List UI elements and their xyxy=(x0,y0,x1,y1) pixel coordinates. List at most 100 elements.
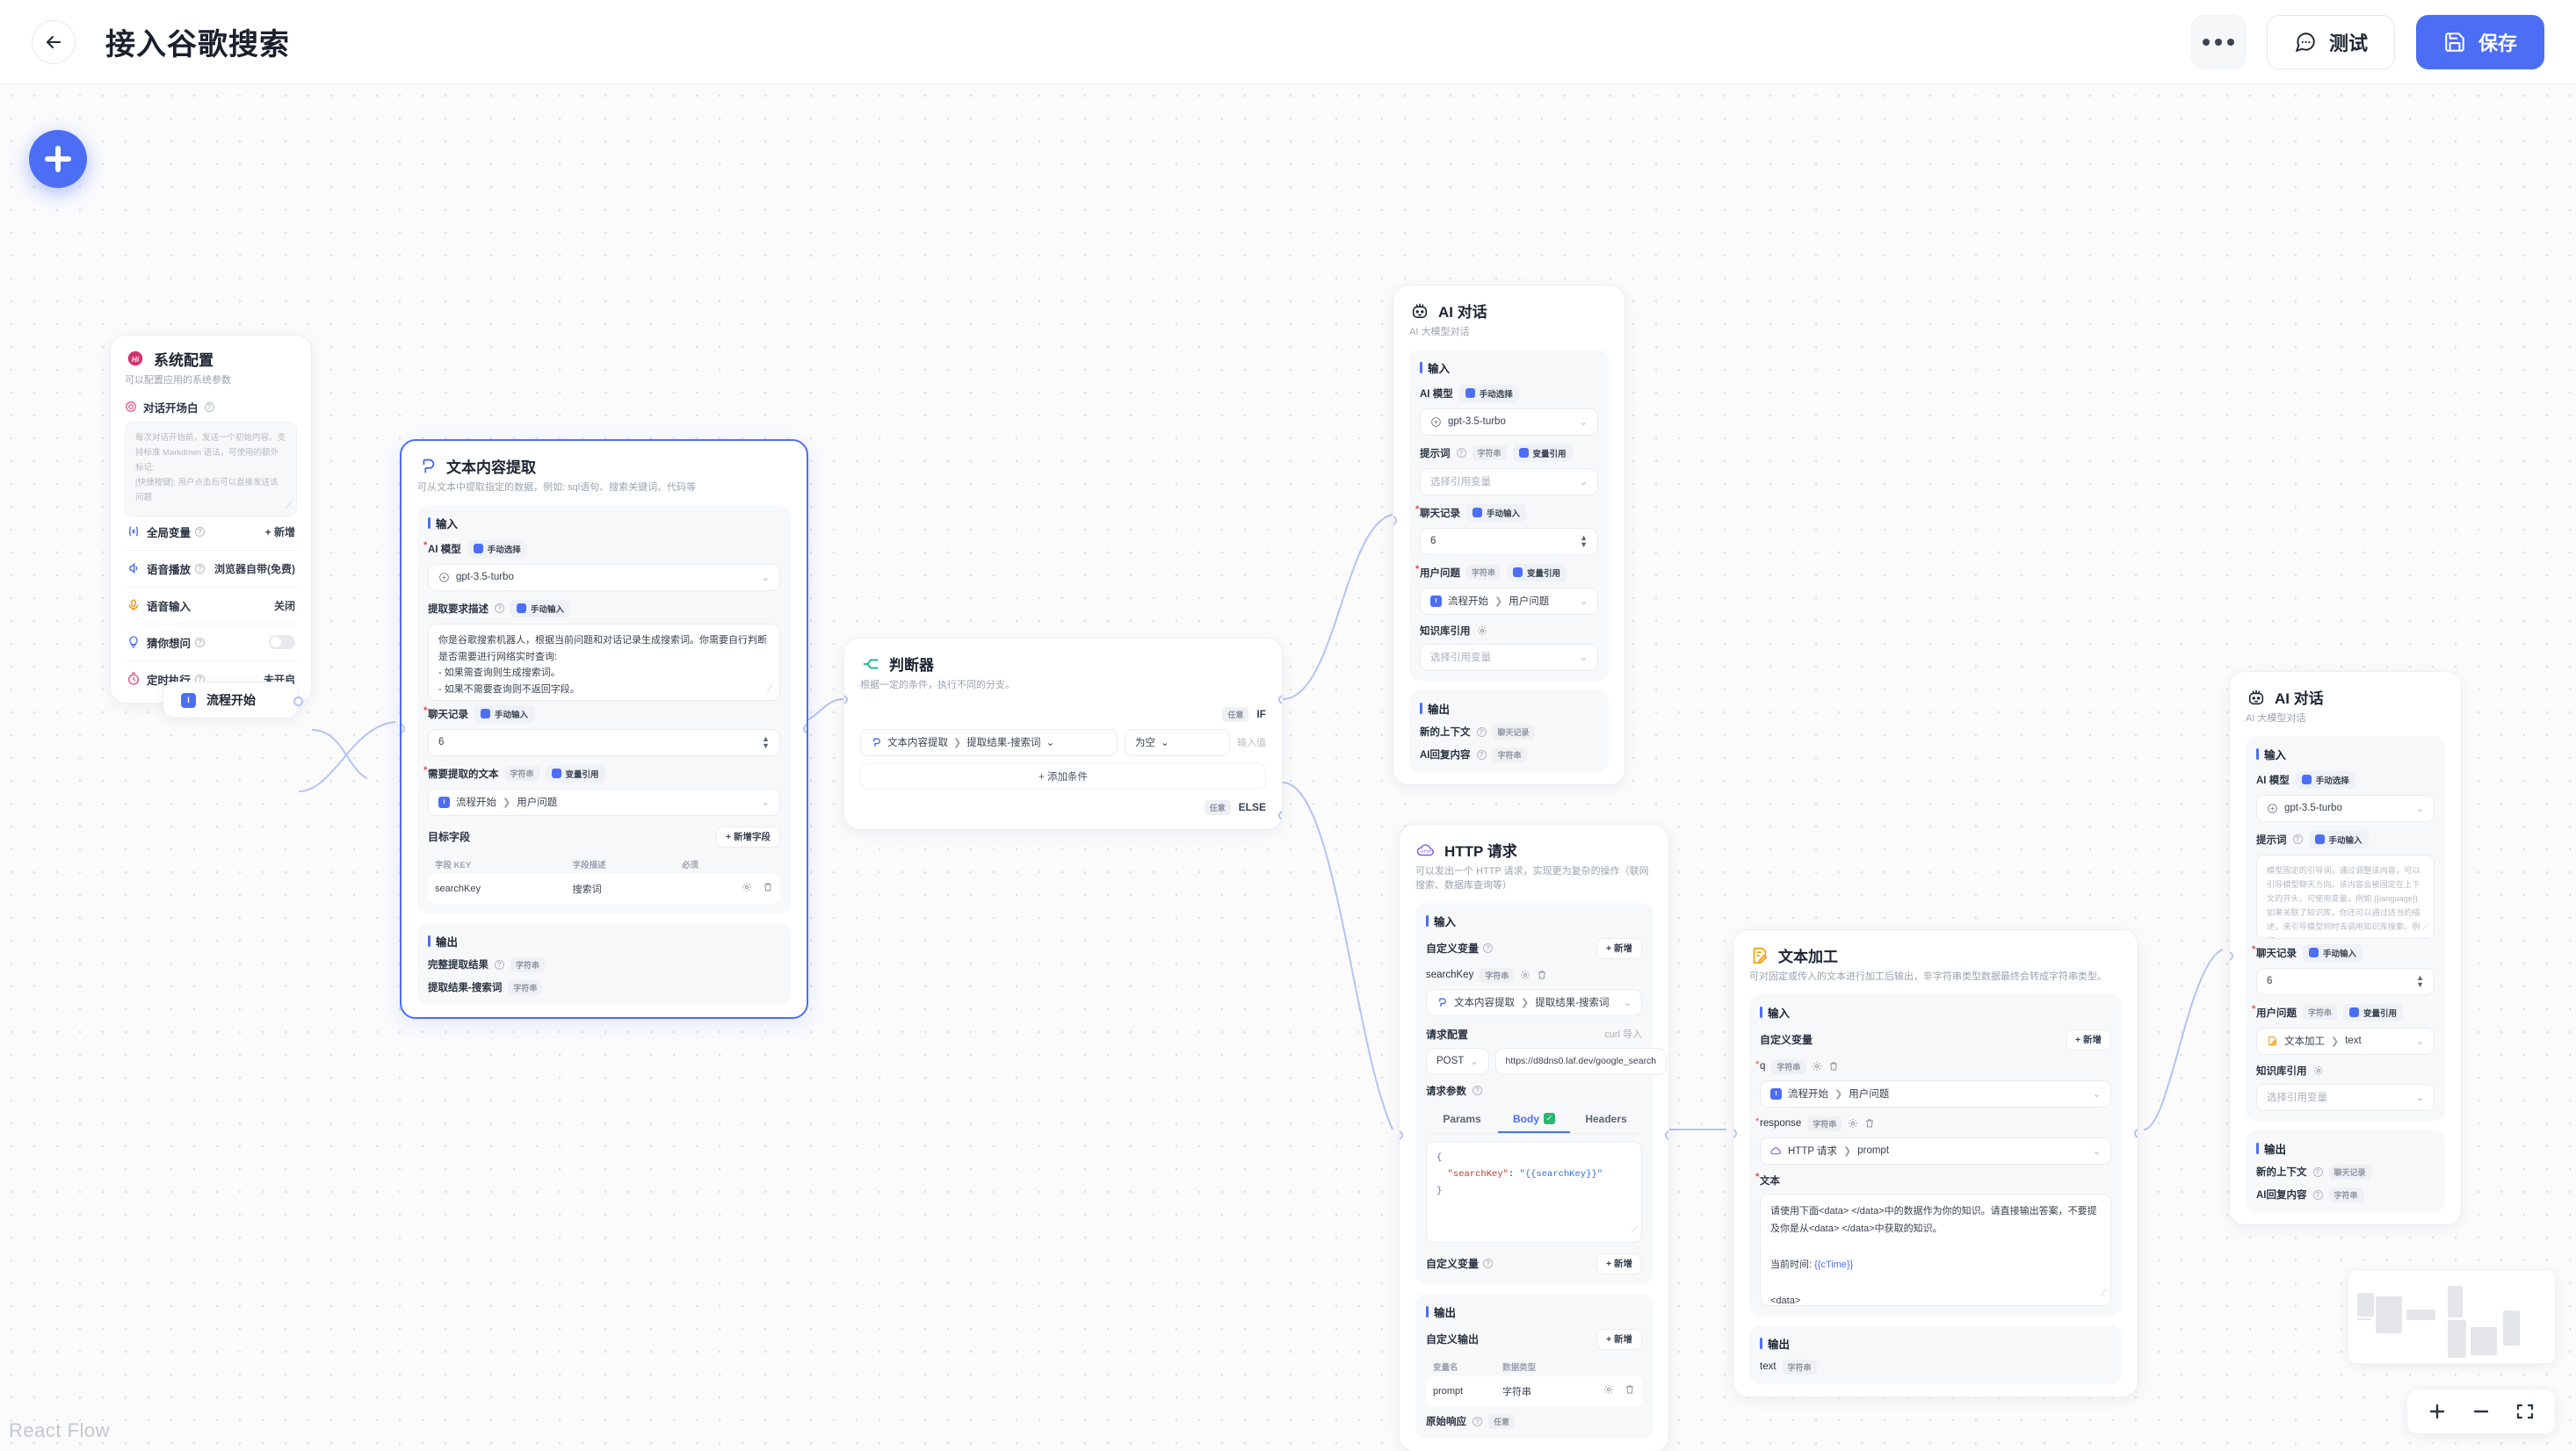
opening-textarea[interactable]: 每次对话开始前，发送一个初始内容。支持标准 Markdown 语法，可使用的额外… xyxy=(125,421,297,516)
node-system-config[interactable]: Hi 系统配置 可以配置应用的系统参数 对话开场白 ? 每次对话开始前，发送一个… xyxy=(110,335,312,704)
help-icon[interactable]: ? xyxy=(195,563,206,574)
input-port[interactable] xyxy=(1393,516,1397,525)
config-row-voice-input[interactable]: 语音输入 关闭 xyxy=(125,586,297,624)
node-conditional[interactable]: 判断器 根据一定的条件，执行不同的分支。 任意 IF 文本内容提取 ❯ 提取结果… xyxy=(843,638,1283,830)
user-question-select[interactable]: 文本加工 ❯ text ⌄ xyxy=(2256,1027,2435,1055)
node-ai-chat-right[interactable]: AI 对话 AI 大模型对话 输入 AI 模型 手动选择 gpt-3.5-tur… xyxy=(2229,671,2462,1225)
node-text-process[interactable]: 文本加工 可对固定或传入的文本进行加工后输出，非字符串类型数据最终会转成字符串类… xyxy=(1733,929,2138,1397)
gear-icon[interactable] xyxy=(1848,1118,1858,1129)
config-row-voice-play[interactable]: 语音播放 ? 浏览器自带(免费) xyxy=(125,549,297,587)
tab-body[interactable]: Body ✓ xyxy=(1498,1107,1570,1133)
more-options-button[interactable] xyxy=(2190,14,2246,69)
test-button[interactable]: 测试 xyxy=(2266,14,2395,69)
config-row-guess-question[interactable]: 猜你想问 ? xyxy=(125,623,297,661)
condition-value-input[interactable]: 输入值 xyxy=(1237,738,1266,749)
user-question-select[interactable]: I 流程开始 ❯ 用户问题 ⌄ xyxy=(1420,587,1598,615)
help-icon[interactable]: ? xyxy=(1456,448,1466,458)
var-reference-chip[interactable]: 变量引用 xyxy=(1507,563,1567,581)
trash-icon[interactable] xyxy=(1624,1384,1635,1395)
node-flow-start[interactable]: I 流程开始 xyxy=(163,682,303,718)
save-button[interactable]: 保存 xyxy=(2415,14,2544,69)
chat-record-stepper[interactable]: 6 ▲▼ xyxy=(1420,527,1598,555)
help-icon[interactable]: ? xyxy=(1483,943,1494,954)
manual-input-chip[interactable]: 手动输入 xyxy=(1466,503,1527,522)
help-icon[interactable]: ? xyxy=(204,401,214,412)
output-port[interactable] xyxy=(2134,1129,2138,1138)
gear-icon[interactable] xyxy=(1520,970,1530,980)
condition-operator-select[interactable]: 为空 ⌄ xyxy=(1125,728,1230,756)
config-value[interactable]: 关闭 xyxy=(273,599,295,612)
manual-select-chip[interactable]: 手动选择 xyxy=(467,539,527,558)
chat-record-stepper[interactable]: 6 ▲▼ xyxy=(2256,967,2435,995)
input-port[interactable] xyxy=(1400,1130,1403,1140)
input-port[interactable] xyxy=(402,724,405,733)
flow-canvas[interactable]: Hi 系统配置 可以配置应用的系统参数 对话开场白 ? 每次对话开始前，发送一个… xyxy=(0,84,2576,1451)
gear-icon[interactable] xyxy=(1812,1061,1822,1072)
guess-question-toggle[interactable] xyxy=(269,635,295,650)
http-method-select[interactable]: POST ⌄ xyxy=(1426,1047,1489,1075)
gear-icon[interactable] xyxy=(2313,1065,2324,1076)
resize-handle-icon[interactable]: ⟋ xyxy=(286,501,292,511)
stepper-arrows-icon[interactable]: ▲▼ xyxy=(2416,973,2424,990)
minimap[interactable] xyxy=(2348,1271,2555,1363)
output-port-if[interactable] xyxy=(1278,695,1282,704)
http-url-input[interactable]: https://d8dns0.laf.dev/google_search xyxy=(1494,1047,1668,1075)
resize-handle-icon[interactable]: ⟋ xyxy=(2422,922,2428,933)
prompt-select[interactable]: 选择引用变量 ⌄ xyxy=(1420,467,1598,495)
trash-icon[interactable] xyxy=(1828,1061,1839,1072)
add-variable-button[interactable]: + 新增 xyxy=(1596,937,1642,959)
add-variable-button[interactable]: + 新增 xyxy=(2065,1029,2111,1050)
add-variable-button-2[interactable]: + 新增 xyxy=(1596,1252,1642,1274)
trash-icon[interactable] xyxy=(763,882,773,892)
resize-handle-icon[interactable]: ⟋ xyxy=(767,683,773,694)
add-field-button[interactable]: + 新增字段 xyxy=(715,826,780,848)
resize-handle-icon[interactable]: ⟋ xyxy=(1632,1225,1638,1236)
prompt-textarea[interactable]: 模型固定的引导词，通过调整该内容，可以引导模型聊天方向。该内容会被固定在上下文的… xyxy=(2256,854,2435,939)
gear-icon[interactable] xyxy=(1477,625,1487,636)
gear-icon[interactable] xyxy=(1603,1384,1614,1395)
help-icon[interactable]: ? xyxy=(195,637,206,647)
trash-icon[interactable] xyxy=(1537,970,1547,980)
ai-model-select[interactable]: gpt-3.5-turbo ⌄ xyxy=(2256,794,2435,822)
manual-input-chip[interactable]: 手动输入 xyxy=(2308,830,2369,848)
node-ai-chat-top[interactable]: AI 对话 AI 大模型对话 输入 AI 模型 手动选择 gpt-3.5-tur… xyxy=(1393,285,1625,785)
extract-req-textarea[interactable]: 你是谷歌搜索机器人，根据当前问题和对话记录生成搜索词。你需要自行判断是否需要进行… xyxy=(428,623,780,701)
help-icon[interactable]: ? xyxy=(495,603,504,614)
table-row[interactable]: prompt 字符串 xyxy=(1426,1375,1642,1406)
config-value[interactable]: 浏览器自带(免费) xyxy=(214,562,295,575)
node-text-extract[interactable]: 文本内容提取 可从文本中提取指定的数据，例如: sql语句、搜索关键词、代码等 … xyxy=(400,439,808,1019)
help-icon[interactable]: ? xyxy=(2312,1166,2323,1177)
gear-icon[interactable] xyxy=(742,882,752,892)
curl-import-button[interactable]: curl 导入 xyxy=(1604,1029,1642,1041)
config-value[interactable]: + 新增 xyxy=(264,525,295,538)
help-icon[interactable]: ? xyxy=(195,526,206,537)
help-icon[interactable]: ? xyxy=(2312,1189,2323,1200)
ai-model-select[interactable]: gpt-3.5-turbo ⌄ xyxy=(1420,408,1598,436)
node-http-request[interactable]: HTTP HTTP 请求 可以发出一个 HTTP 请求，实现更为复杂的操作（联网… xyxy=(1399,824,1669,1451)
manual-select-chip[interactable]: 手动选择 xyxy=(1458,384,1519,402)
fit-view-button[interactable] xyxy=(2514,1401,2536,1422)
input-port[interactable] xyxy=(844,695,848,704)
manual-input-chip[interactable]: 手动输入 xyxy=(2303,943,2363,962)
resize-handle-icon[interactable]: ⟋ xyxy=(2101,1289,2107,1299)
input-port[interactable] xyxy=(1733,1129,1737,1138)
ai-model-select[interactable]: gpt-3.5-turbo ⌄ xyxy=(428,563,780,591)
http-var-select[interactable]: 文本内容提取 ❯ 提取结果-搜索词 ⌄ xyxy=(1426,988,1642,1016)
condition-variable-select[interactable]: 文本内容提取 ❯ 提取结果-搜索词 ⌄ xyxy=(860,728,1118,756)
stepper-arrows-icon[interactable]: ▲▼ xyxy=(1580,533,1588,550)
table-row[interactable]: searchKey 搜索词 xyxy=(428,873,780,904)
var-reference-chip[interactable]: 变量引用 xyxy=(545,764,605,783)
kb-select[interactable]: 选择引用变量 ⌄ xyxy=(1420,643,1598,671)
kb-select[interactable]: 选择引用变量 ⌄ xyxy=(2256,1083,2435,1111)
add-condition-button[interactable]: + 添加条件 xyxy=(860,762,1266,790)
help-icon[interactable]: ? xyxy=(1473,1086,1482,1096)
var-select-q[interactable]: I 流程开始 ❯ 用户问题 ⌄ xyxy=(1760,1079,2111,1108)
help-icon[interactable]: ? xyxy=(495,959,504,970)
manual-select-chip[interactable]: 手动选择 xyxy=(2295,770,2355,789)
help-icon[interactable]: ? xyxy=(1476,749,1487,760)
tab-params[interactable]: Params xyxy=(1443,1112,1481,1125)
zoom-out-button[interactable] xyxy=(2471,1401,2492,1422)
help-icon[interactable]: ? xyxy=(2292,834,2303,845)
var-reference-chip[interactable]: 变量引用 xyxy=(2343,1003,2404,1021)
manual-input-chip[interactable]: 手动输入 xyxy=(474,704,535,723)
